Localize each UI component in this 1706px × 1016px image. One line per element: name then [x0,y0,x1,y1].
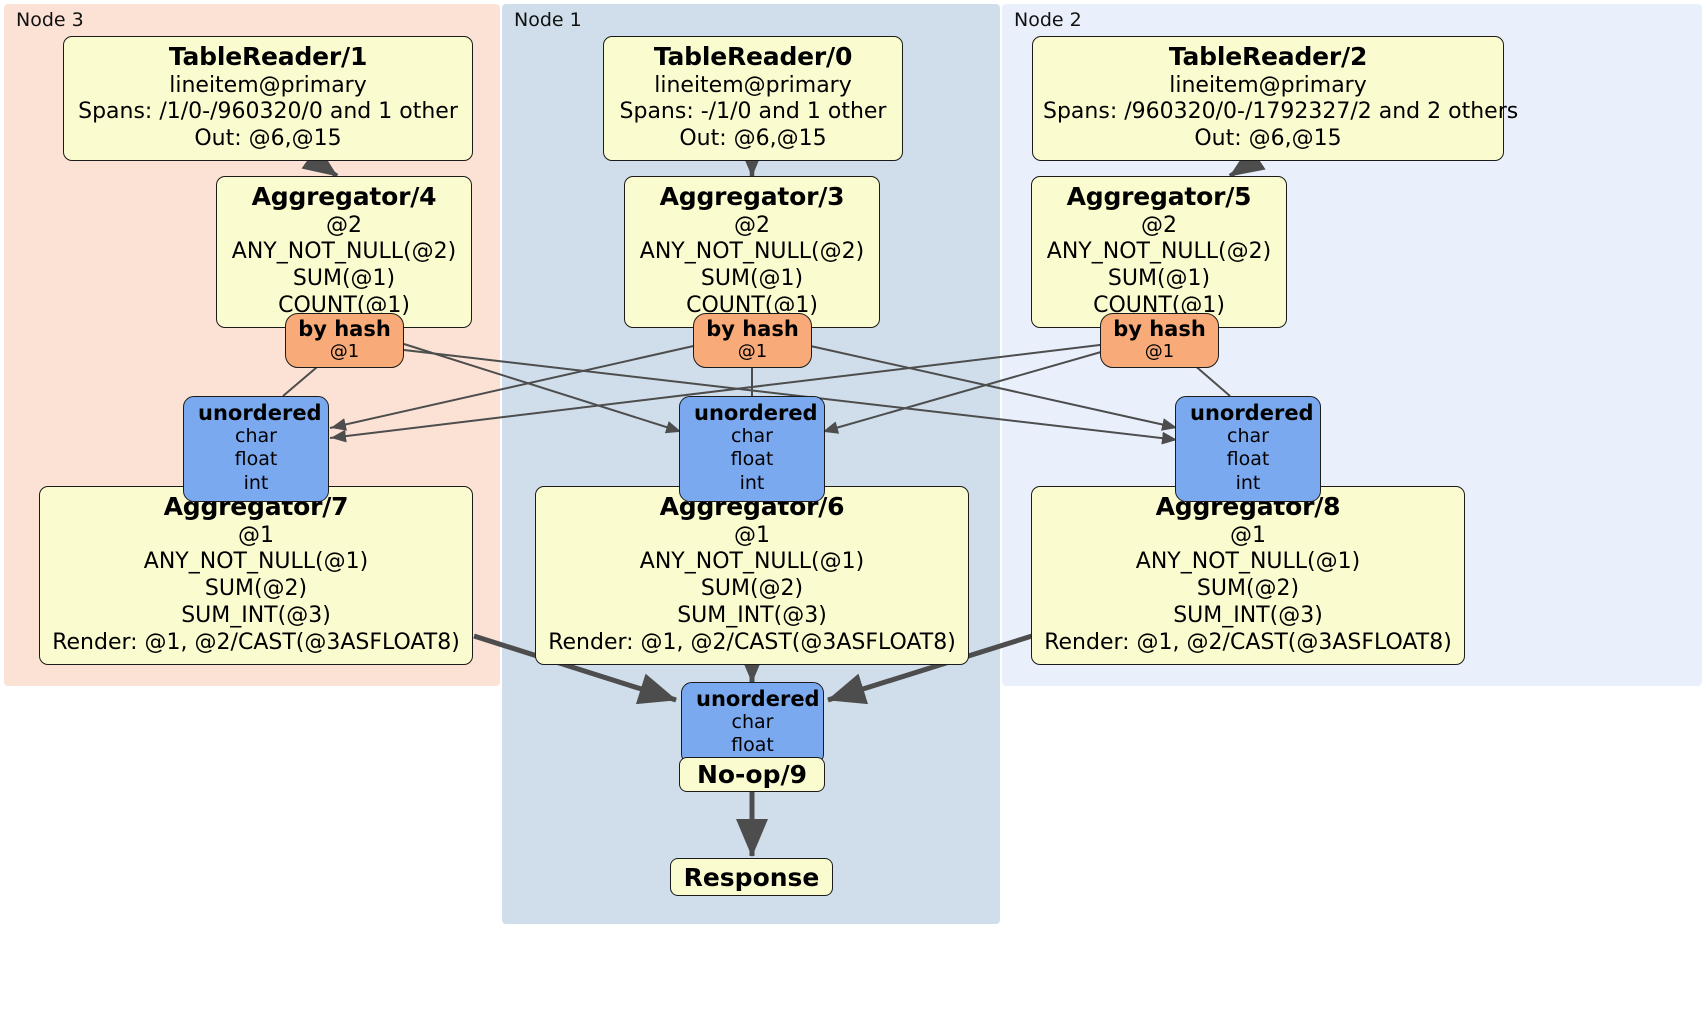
processor-title: TableReader/1 [168,42,368,71]
processor-response[interactable]: Response [670,858,833,896]
receiver-line: char [731,711,774,733]
processor-line: @2 [734,212,770,238]
receiver-unordered-center[interactable]: unordered char float int [679,396,825,503]
processor-line: Render: @1, @2/CAST(@3ASFLOAT8) [52,629,460,655]
receiver-line: int [739,471,765,494]
processor-tablereader-2[interactable]: TableReader/2 lineitem@primary Spans: /9… [1032,36,1519,161]
processor-tablereader-0[interactable]: TableReader/0 lineitem@primary Spans: -/… [603,36,903,161]
processor-line: Out: @6,@15 [1194,126,1342,152]
receiver-unordered-left[interactable]: unordered char float int [183,396,329,503]
router-line: @1 [1144,341,1175,362]
processor-line: ANY_NOT_NULL(@1) [143,549,369,575]
processor-line: @1 [1230,522,1266,548]
processor-line: ANY_NOT_NULL(@1) [1135,549,1361,575]
receiver-title: unordered [696,687,820,711]
receiver-line: char [1227,425,1269,447]
processor-line: @2 [1141,212,1177,238]
receiver-line: float [731,734,774,757]
processor-title: Response [683,862,820,892]
router-by-hash-left[interactable]: by hash @1 [285,313,404,368]
processor-line: SUM_INT(@3) [181,602,331,628]
receiver-line: float [234,448,278,471]
router-by-hash-right[interactable]: by hash @1 [1100,313,1219,368]
receiver-title: unordered [1190,401,1314,425]
processor-title: Aggregator/5 [1066,182,1252,211]
processor-line: ANY_NOT_NULL(@1) [639,549,865,575]
processor-line: SUM(@2) [1196,576,1300,602]
processor-title: No-op/9 [696,760,808,789]
processor-line: ANY_NOT_NULL(@2) [231,239,457,265]
processor-aggregator-4[interactable]: Aggregator/4 @2 ANY_NOT_NULL(@2) SUM(@1)… [216,176,472,328]
router-line: @1 [329,341,360,362]
processor-aggregator-3[interactable]: Aggregator/3 @2 ANY_NOT_NULL(@2) SUM(@1)… [624,176,880,328]
node-panel-label-node1: Node 1 [514,9,582,31]
receiver-line: int [243,471,269,494]
receiver-unordered-final[interactable]: unordered char float [681,682,824,765]
processor-line: lineitem@primary [654,72,852,98]
processor-line: lineitem@primary [1169,72,1367,98]
receiver-title: unordered [198,401,322,425]
receiver-unordered-right[interactable]: unordered char float int [1175,396,1321,503]
processor-line: Spans: /960320/0-/1792327/2 and 2 others [1043,99,1519,125]
router-by-hash-center[interactable]: by hash @1 [693,313,812,368]
processor-line: Render: @1, @2/CAST(@3ASFLOAT8) [1044,629,1452,655]
processor-title: TableReader/2 [1168,42,1368,71]
node-panel-label-node2: Node 2 [1014,9,1082,31]
processor-line: @1 [238,522,274,548]
processor-title: TableReader/0 [653,42,853,71]
router-line: @1 [737,341,768,362]
processor-title: Aggregator/4 [251,182,437,211]
processor-aggregator-6[interactable]: Aggregator/6 @1 ANY_NOT_NULL(@1) SUM(@2)… [535,486,969,665]
receiver-line: float [730,448,774,471]
router-title: by hash [1113,317,1206,341]
processor-line: SUM_INT(@3) [1173,602,1323,628]
processor-aggregator-7[interactable]: Aggregator/7 @1 ANY_NOT_NULL(@1) SUM(@2)… [39,486,473,665]
processor-line: Render: @1, @2/CAST(@3ASFLOAT8) [548,629,956,655]
processor-line: SUM(@1) [292,266,396,292]
processor-tablereader-1[interactable]: TableReader/1 lineitem@primary Spans: /1… [63,36,473,161]
processor-line: Out: @6,@15 [679,126,827,152]
router-title: by hash [298,317,391,341]
node-panel-label-node3: Node 3 [16,9,84,31]
router-title: by hash [706,317,799,341]
processor-aggregator-8[interactable]: Aggregator/8 @1 ANY_NOT_NULL(@1) SUM(@2)… [1031,486,1465,665]
receiver-line: char [235,425,277,447]
processor-line: SUM(@1) [700,266,804,292]
receiver-title: unordered [694,401,818,425]
processor-noop-9[interactable]: No-op/9 [679,757,825,792]
processor-line: SUM(@1) [1107,266,1211,292]
processor-line: Out: @6,@15 [194,126,342,152]
processor-aggregator-5[interactable]: Aggregator/5 @2 ANY_NOT_NULL(@2) SUM(@1)… [1031,176,1287,328]
receiver-line: int [1235,471,1261,494]
processor-line: SUM(@2) [700,576,804,602]
processor-line: lineitem@primary [169,72,367,98]
processor-line: SUM(@2) [204,576,308,602]
processor-line: ANY_NOT_NULL(@2) [639,239,865,265]
receiver-line: char [731,425,773,447]
processor-line: @1 [734,522,770,548]
processor-line: Spans: -/1/0 and 1 other [619,99,887,125]
processor-line: Spans: /1/0-/960320/0 and 1 other [78,99,458,125]
processor-line: ANY_NOT_NULL(@2) [1046,239,1272,265]
receiver-line: float [1226,448,1270,471]
processor-line: @2 [326,212,362,238]
processor-line: SUM_INT(@3) [677,602,827,628]
processor-title: Aggregator/3 [659,182,845,211]
